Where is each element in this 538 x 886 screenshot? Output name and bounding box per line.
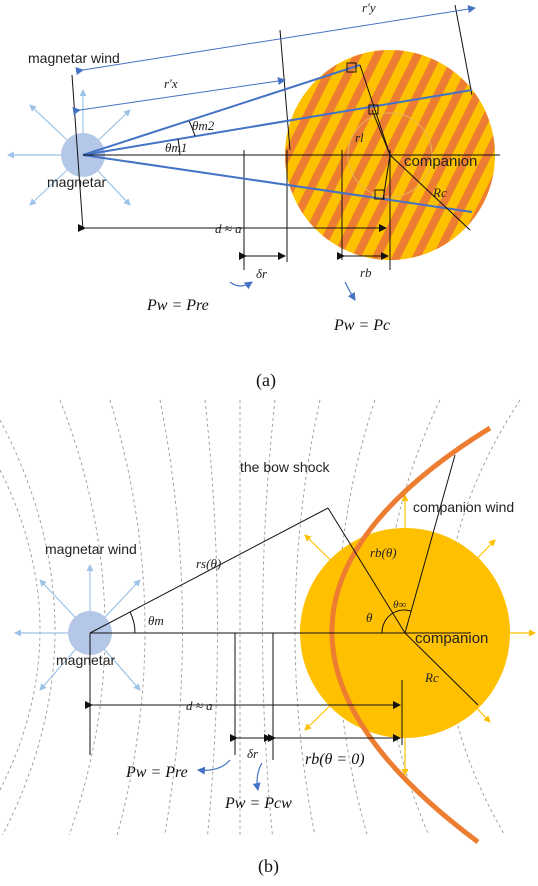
geometry-lines-b [89, 454, 479, 760]
angle-arc-m1 [177, 138, 181, 156]
label-magnetar-a: magnetar [47, 174, 106, 190]
label-pw-pc-a: Pw = Pc [333, 317, 390, 334]
label-rb-a: rb [360, 265, 372, 280]
label-d-a: d ≈ a [215, 221, 242, 236]
label-companion-wind: companion wind [413, 499, 514, 515]
label-pw-pre-b: Pw = Pre [125, 764, 188, 781]
label-rb-theta: rb(θ) [370, 545, 397, 560]
label-companion-a: companion [404, 153, 477, 170]
label-magnetar-b: magnetar [56, 652, 115, 668]
label-magnetar-wind-a: magnetar wind [28, 50, 120, 66]
label-pw-pcw-b: Pw = Pcw [224, 795, 292, 812]
label-magnetar-wind-b: magnetar wind [45, 541, 137, 557]
label-Rc-a: Rc [432, 185, 447, 200]
label-rl: rl [355, 130, 364, 145]
label-pw-pre-a: Pw = Pre [146, 297, 209, 314]
ry-dimension [75, 5, 476, 76]
label-rs: rs(θ) [196, 556, 221, 571]
rx-dimension [72, 77, 286, 115]
bow-shock [329, 425, 492, 845]
label-delta-r-b: δr [247, 746, 259, 761]
stripe [510, 40, 538, 270]
label-rx: r′x [164, 76, 178, 91]
stripe [530, 40, 538, 270]
label-rb0: rb(θ = 0) [305, 751, 365, 768]
caption-b: (b) [258, 856, 279, 877]
label-theta-inf: θ∞ [393, 599, 406, 611]
label-delta-r-a: δr [256, 266, 268, 281]
panel-b: the bow shock companion wind magnetar wi… [0, 399, 536, 877]
label-theta: θ [366, 610, 373, 625]
label-theta-m2: θm2 [192, 118, 215, 133]
angle-arc-m2 [188, 120, 196, 137]
label-companion-b: companion [415, 630, 488, 647]
panel-a: magnetar wind magnetar companion r′y r′x… [7, 0, 538, 391]
rl-line-a [359, 64, 391, 156]
label-theta-m1: θm1 [165, 140, 187, 155]
label-bow-shock: the bow shock [240, 459, 330, 475]
label-theta-m: θm [148, 613, 164, 628]
label-d-b: d ≈ a [186, 698, 213, 713]
caption-a: (a) [256, 370, 276, 391]
label-Rc-b: Rc [424, 670, 439, 685]
label-ry: r′y [362, 0, 376, 15]
radius-a [389, 154, 471, 231]
